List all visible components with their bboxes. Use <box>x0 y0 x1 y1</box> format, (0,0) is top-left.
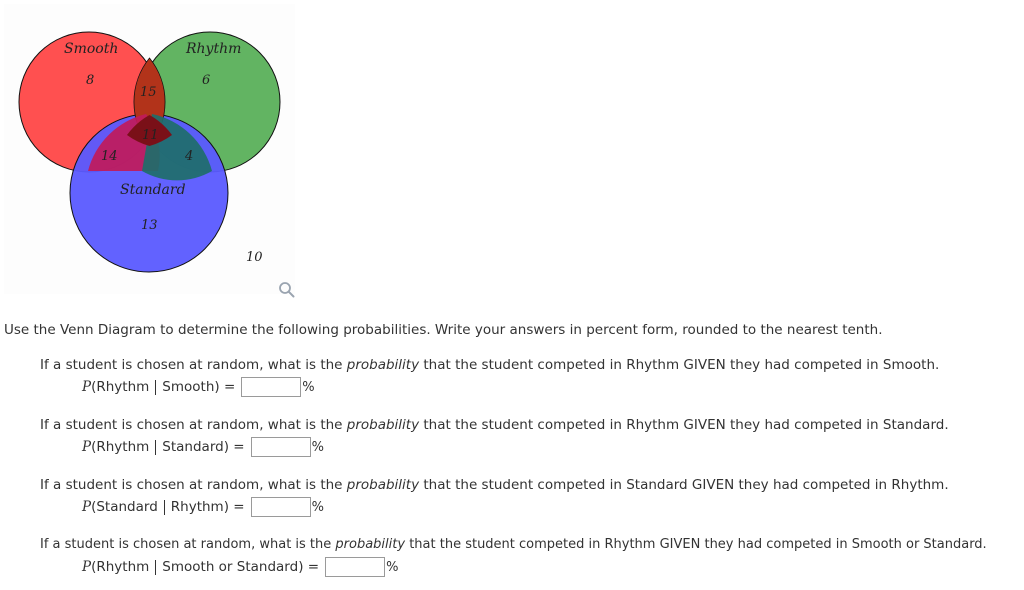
region-smooth-standard: 14 <box>101 149 118 164</box>
answer-1-unit: % <box>302 379 315 395</box>
given-bar <box>163 499 165 515</box>
question-1-emphasis: probability <box>346 357 420 373</box>
question-4-emphasis: probability <box>335 537 406 552</box>
region-all-three: 11 <box>142 128 159 143</box>
question-1-after: that the student competed in Rhythm GIVE… <box>419 357 940 373</box>
venn-label-standard: Standard <box>120 182 186 198</box>
given-bar <box>155 439 157 455</box>
given-bar <box>155 559 157 575</box>
region-smooth-only: 8 <box>86 73 94 88</box>
answer-2-event: (Rhythm <box>91 439 150 455</box>
venn-label-smooth: Smooth <box>64 41 118 57</box>
answer-1-event: (Rhythm <box>91 379 150 395</box>
answer-3-given: Rhythm) = <box>170 499 245 515</box>
answer-1-given: Smooth) = <box>162 379 236 395</box>
question-2-emphasis: probability <box>346 417 420 433</box>
answer-row-3: P(Standard Rhythm) = % <box>82 497 324 517</box>
answer-4-p-symbol: P <box>82 559 92 575</box>
answer-4-event: (Rhythm <box>91 559 150 575</box>
question-2-before: If a student is chosen at random, what i… <box>40 417 347 433</box>
region-smooth-rhythm: 15 <box>140 85 157 100</box>
answer-3-unit: % <box>311 499 324 515</box>
venn-label-rhythm: Rhythm <box>185 41 241 57</box>
answer-2-given: Standard) = <box>162 439 245 455</box>
answer-3-p-symbol: P <box>82 499 92 515</box>
venn-svg: Smooth Rhythm Standard 8 6 15 11 14 4 13… <box>18 31 281 273</box>
question-1-text: If a student is chosen at random, what i… <box>40 357 939 373</box>
instructions-text: Use the Venn Diagram to determine the fo… <box>4 322 883 338</box>
venn-overlaps <box>88 57 212 181</box>
region-rhythm-standard: 4 <box>184 149 193 164</box>
answer-4-unit: % <box>386 559 399 575</box>
question-3-after: that the student competed in Standard GI… <box>419 477 949 493</box>
given-bar <box>155 379 157 395</box>
question-4-before: If a student is chosen at random, what i… <box>40 537 336 552</box>
question-3-before: If a student is chosen at random, what i… <box>40 477 347 493</box>
answer-3-event: (Standard <box>91 499 158 515</box>
question-1-before: If a student is chosen at random, what i… <box>40 357 347 373</box>
answer-1-input[interactable] <box>241 377 302 397</box>
answer-row-2: P(Rhythm Standard) = % <box>82 437 324 457</box>
region-standard-only: 13 <box>141 218 158 233</box>
answer-3-input[interactable] <box>250 497 311 517</box>
zoom-icon[interactable] <box>278 281 296 299</box>
question-4-text: If a student is chosen at random, what i… <box>40 537 987 552</box>
answer-1-p-symbol: P <box>82 379 92 395</box>
answer-2-unit: % <box>311 439 324 455</box>
answer-row-1: P(Rhythm Smooth) = % <box>82 377 315 397</box>
question-3-text: If a student is chosen at random, what i… <box>40 477 949 493</box>
venn-diagram: Smooth Rhythm Standard 8 6 15 11 14 4 13… <box>4 4 295 294</box>
answer-2-input[interactable] <box>250 437 311 457</box>
region-outside: 10 <box>246 250 263 265</box>
question-2-after: that the student competed in Rhythm GIVE… <box>419 417 949 433</box>
answer-4-given: Smooth or Standard) = <box>162 559 320 575</box>
answer-2-p-symbol: P <box>82 439 92 455</box>
question-4-after: that the student competed in Rhythm GIVE… <box>405 537 987 552</box>
question-2-text: If a student is chosen at random, what i… <box>40 417 949 433</box>
answer-4-input[interactable] <box>325 557 386 577</box>
answer-row-4: P(Rhythm Smooth or Standard) = % <box>82 557 398 577</box>
question-3-emphasis: probability <box>346 477 420 493</box>
region-rhythm-only: 6 <box>202 73 210 88</box>
